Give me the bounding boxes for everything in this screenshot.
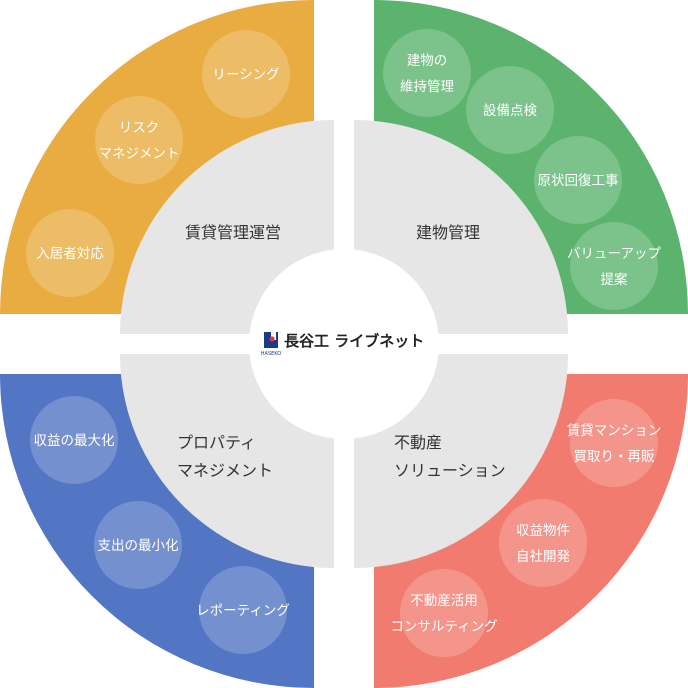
item-circle [94, 501, 182, 589]
item-leasing: リーシング [202, 30, 290, 118]
item-circle [534, 136, 622, 224]
item-revenue-maximization: 収益の最大化 [30, 396, 118, 484]
quadrant-title-line: 建物管理 [416, 223, 480, 242]
item-label: 原状回復工事 [538, 172, 619, 189]
item-circle [30, 396, 118, 484]
item-label: リーシング [212, 67, 279, 83]
item-circle [95, 96, 183, 184]
center-hub [249, 249, 439, 439]
item-circle [499, 499, 587, 587]
item-label: 不動産活用 [410, 593, 478, 609]
item-label: 賃貸マンション [567, 423, 662, 439]
item-circle [26, 209, 114, 297]
quadrant-title-line: 不動産 [394, 433, 442, 452]
item-label: バリューアップ [567, 246, 661, 262]
item-tenant-support: 入居者対応 [26, 209, 114, 297]
item-label: レポーティング [196, 603, 290, 619]
brand-sub: HASEKO [261, 351, 282, 357]
brand-name: 長谷工 ライブネット [284, 332, 424, 350]
item-label: 建物の [407, 53, 448, 69]
quadrant-title-line: ソリューション [394, 461, 506, 480]
item-circle [383, 29, 471, 117]
item-circle [570, 222, 658, 310]
item-label: 買取り・再販 [574, 449, 655, 465]
haseko-mark-icon [264, 332, 278, 348]
item-restoration-work: 原状回復工事 [534, 136, 622, 224]
item-label: 提案 [601, 271, 629, 288]
item-equipment-inspection: 設備点検 [466, 66, 554, 154]
item-label: 自社開発 [516, 549, 570, 565]
item-label: リスク [119, 120, 160, 136]
item-circle [466, 66, 554, 154]
item-circle [570, 399, 658, 487]
quadrant-title-building-management: 建物管理 [416, 223, 480, 242]
quadrant-title-rental-management: 賃貸管理運営 [185, 223, 281, 242]
item-label: 収益物件 [516, 523, 570, 539]
item-label: マネジメント [99, 146, 180, 162]
item-circle [199, 566, 287, 654]
item-label: コンサルティング [390, 619, 497, 635]
item-label: 支出の最小化 [98, 538, 179, 554]
item-expense-minimization: 支出の最小化 [94, 501, 182, 589]
item-label: 収益の最大化 [34, 433, 115, 449]
item-circle [400, 569, 488, 657]
brand-logo: HASEKO 長谷工 ライブネット [261, 332, 424, 357]
quadrant-title-line: プロパティ [177, 433, 256, 452]
quadrant-title-line: 賃貸管理運営 [185, 223, 281, 242]
quadrant-title-line: マネジメント [177, 461, 273, 480]
item-circle [202, 30, 290, 118]
item-label: 維持管理 [400, 79, 454, 95]
item-reporting: レポーティング [196, 566, 290, 654]
item-label: 入居者対応 [36, 246, 104, 262]
item-label: 設備点検 [483, 103, 537, 119]
